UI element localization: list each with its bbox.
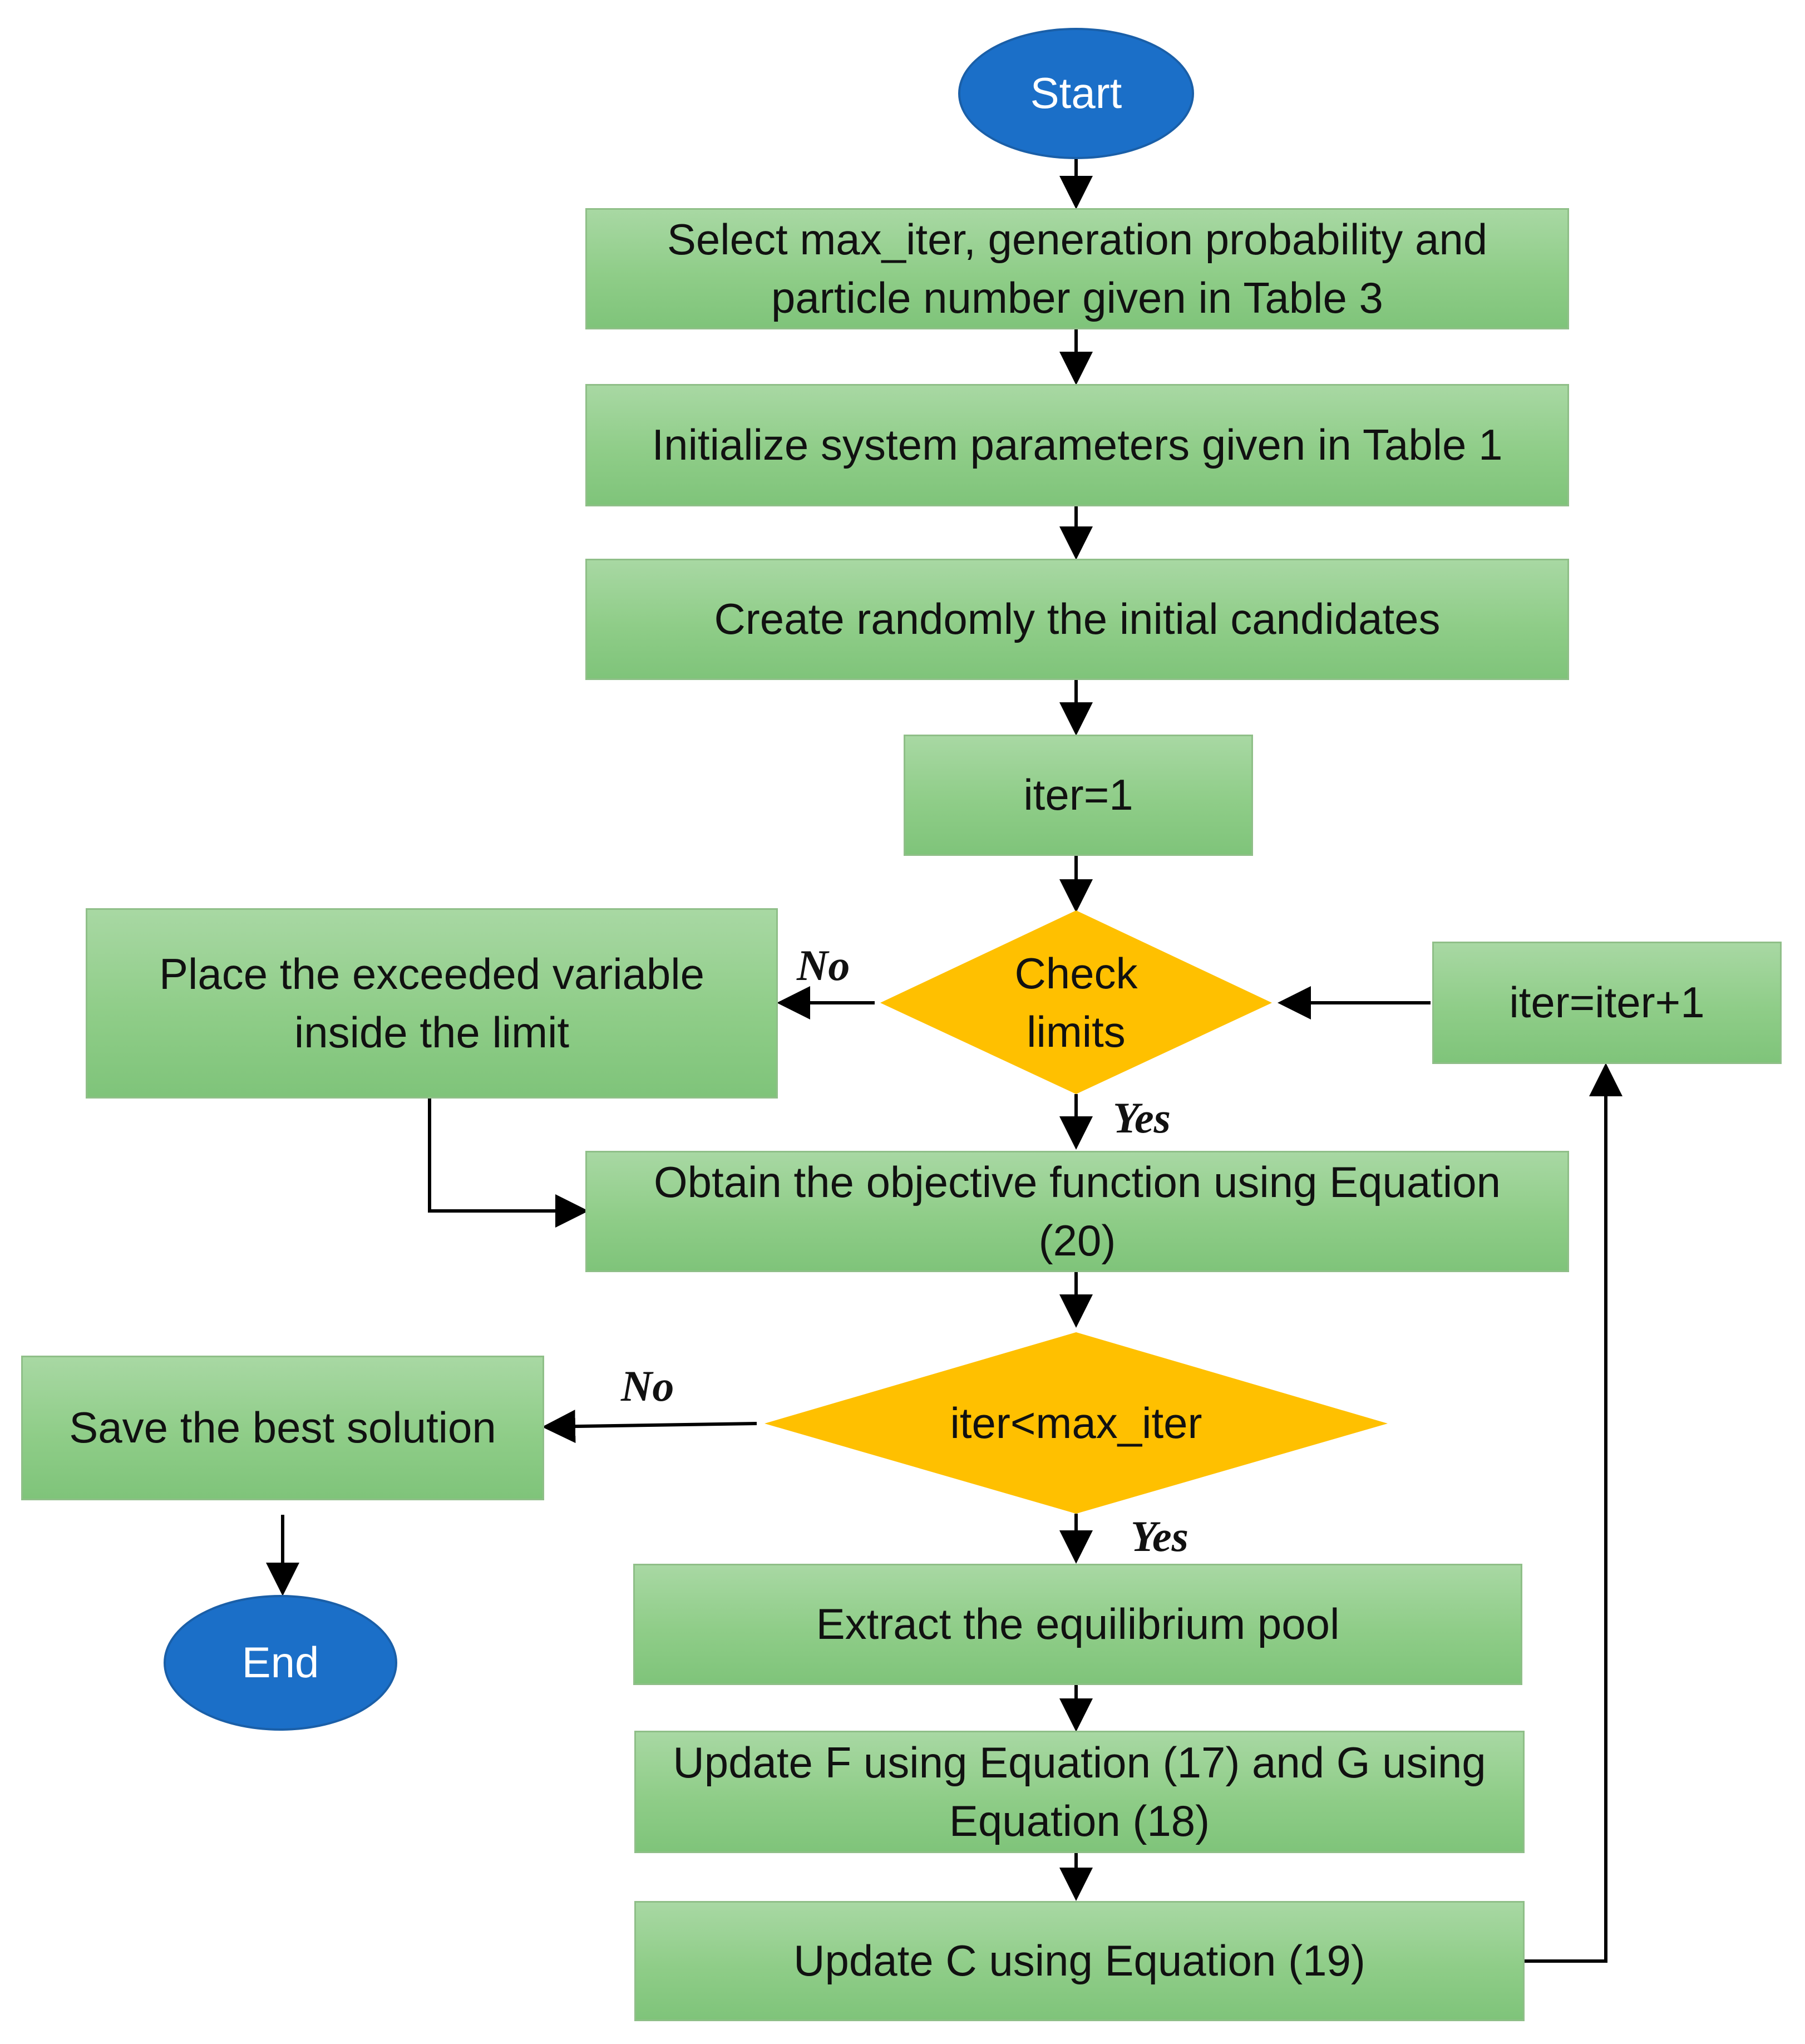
select-params-box: Select max_iter, generation probability …	[585, 208, 1569, 329]
iter-condition-diamond	[765, 1332, 1388, 1514]
init-params-box: Initialize system parameters given in Ta…	[585, 384, 1569, 506]
save-best-box: Save the best solution	[21, 1356, 544, 1500]
iter-increment-box: iter=iter+1	[1432, 942, 1782, 1064]
place-variable-box: Place the exceeded variable inside the l…	[86, 908, 778, 1099]
extract-pool-box: Extract the equilibrium pool	[633, 1564, 1522, 1685]
check-limits-diamond	[880, 910, 1272, 1094]
iter-condition-text: iter<max_iter	[950, 1398, 1202, 1448]
iter-init-box: iter=1	[904, 735, 1253, 856]
check-no-label: No	[797, 941, 850, 989]
arrow-place-to-objective	[428, 1099, 589, 1228]
arrow-update-c-to-increment	[1523, 1063, 1622, 1963]
check-yes-label: Yes	[1113, 1094, 1171, 1142]
iter-no-label: No	[621, 1362, 674, 1410]
start-terminal: Start	[958, 28, 1194, 159]
objective-box: Obtain the objective function using Equa…	[585, 1151, 1569, 1272]
iter-yes-label: Yes	[1131, 1512, 1188, 1560]
create-candidates-box: Create randomly the initial candidates	[585, 559, 1569, 680]
end-terminal: End	[164, 1595, 397, 1731]
update-c-box: Update C using Equation (19)	[634, 1901, 1525, 2021]
update-fg-box: Update F using Equation (17) and G using…	[634, 1731, 1525, 1853]
arrow-condition-no-to-save	[542, 1410, 757, 1444]
check-limits-text: Check limits	[1014, 948, 1138, 1056]
